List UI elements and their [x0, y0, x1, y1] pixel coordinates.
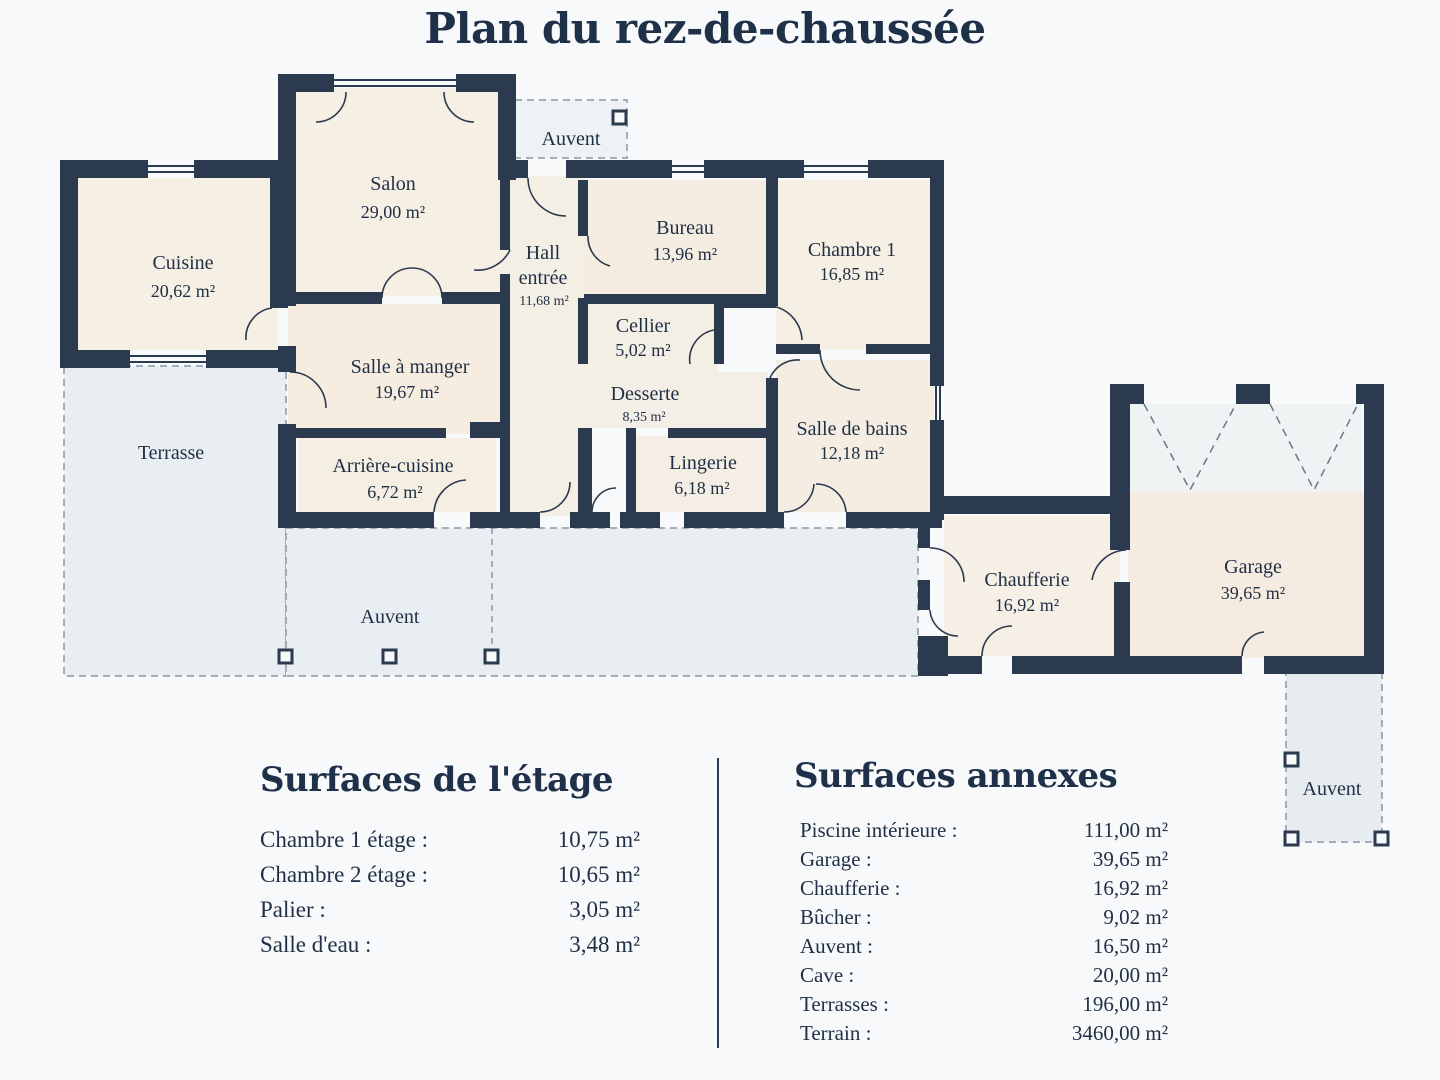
surface-label: Auvent : — [800, 934, 873, 958]
surfaces-annexes-title: Surfaces annexes — [794, 756, 1118, 796]
surface-value: 10,65 m² — [557, 862, 640, 887]
surface-row: Auvent : 16,50 m² — [800, 932, 1168, 961]
surface-row: Bûcher : 9,02 m² — [800, 903, 1168, 932]
surface-value: 9,02 m² — [1103, 905, 1168, 929]
surface-label: Chambre 2 étage : — [260, 862, 428, 887]
room-area-cellier: 5,02 m² — [615, 340, 670, 360]
surfaces-etage-title: Surfaces de l'étage — [260, 760, 614, 800]
surface-value: 16,50 m² — [1092, 934, 1168, 958]
garage-door-lines — [1143, 403, 1359, 492]
surface-value: 3460,00 m² — [1071, 1021, 1168, 1045]
surface-label: Terrasses : — [800, 992, 889, 1016]
surface-value: 3,48 m² — [569, 932, 640, 957]
outdoor-label-auvent-bottom: Auvent — [361, 606, 420, 628]
surface-label: Palier : — [260, 897, 326, 922]
surface-row: Palier : 3,05 m² — [260, 892, 640, 927]
doors — [245, 91, 1265, 657]
surface-row: Terrasses : 196,00 m² — [800, 990, 1168, 1019]
room-name-garage: Garage — [1224, 556, 1282, 578]
room-name-bureau: Bureau — [656, 217, 714, 239]
surface-value: 39,65 m² — [1092, 847, 1168, 871]
room-area-cuisine: 20,62 m² — [151, 281, 215, 301]
terrasse-area — [63, 365, 287, 677]
room-area-bureau: 13,96 m² — [653, 244, 717, 264]
auvent-bottom-area — [285, 527, 919, 677]
room-name-cuisine: Cuisine — [152, 252, 213, 274]
surface-label: Terrain : — [800, 1021, 872, 1045]
room-name-hall-2: entrée — [519, 267, 568, 289]
auvent-top-area — [514, 99, 628, 159]
surface-value: 20,00 m² — [1092, 963, 1168, 987]
room-area-garage: 39,65 m² — [1221, 583, 1285, 603]
room-area-arriere-cuisine: 6,72 m² — [367, 482, 422, 502]
room-area-salle-a-manger: 19,67 m² — [375, 382, 439, 402]
room-area-lingerie: 6,18 m² — [674, 478, 729, 498]
outdoor-label-terrasse: Terrasse — [138, 442, 204, 464]
room-name-lingerie: Lingerie — [669, 452, 737, 474]
room-name-desserte: Desserte — [611, 383, 680, 405]
walls — [60, 74, 1384, 676]
room-name-chaufferie: Chaufferie — [984, 569, 1069, 591]
surface-value: 16,92 m² — [1092, 876, 1168, 900]
surface-label: Garage : — [800, 847, 872, 871]
surface-row: Chambre 1 étage : 10,75 m² — [260, 822, 640, 857]
surface-value: 10,75 m² — [557, 827, 640, 852]
room-name-cellier: Cellier — [616, 315, 671, 337]
surface-label: Piscine intérieure : — [800, 818, 958, 842]
room-area-desserte: 8,35 m² — [622, 410, 665, 425]
room-area-chaufferie: 16,92 m² — [995, 595, 1059, 615]
room-area-salle-de-bains: 12,18 m² — [820, 443, 884, 463]
room-name-salle-a-manger: Salle à manger — [351, 356, 470, 378]
surface-row: Chambre 2 étage : 10,65 m² — [260, 857, 640, 892]
surface-value: 196,00 m² — [1082, 992, 1168, 1016]
outdoor-label-auvent-right: Auvent — [1303, 778, 1362, 800]
surface-label: Bûcher : — [800, 905, 872, 929]
outdoor-label-auvent-top: Auvent — [542, 128, 601, 150]
surface-value: 111,00 m² — [1083, 818, 1168, 842]
room-labels: Salon 29,00 m² Cuisine 20,62 m² Hall ent… — [138, 128, 1362, 800]
room-name-chambre1: Chambre 1 — [808, 239, 896, 261]
surface-label: Salle d'eau : — [260, 932, 372, 957]
room-area-chambre1: 16,85 m² — [820, 264, 884, 284]
room-name-arriere-cuisine: Arrière-cuisine — [332, 455, 453, 477]
surfaces-etage-list: Chambre 1 étage : 10,75 m² Chambre 2 étag… — [260, 822, 640, 962]
surface-label: Cave : — [800, 963, 855, 987]
outdoor-areas — [63, 99, 1383, 843]
surface-row: Piscine intérieure : 111,00 m² — [800, 816, 1168, 845]
surface-label: Chaufferie : — [800, 876, 901, 900]
surface-row: Salle d'eau : 3,48 m² — [260, 927, 640, 962]
windows — [130, 79, 941, 420]
room-name-hall: Hall — [526, 242, 561, 264]
awning-posts — [277, 109, 1390, 847]
room-name-salon: Salon — [370, 173, 416, 195]
room-name-salle-de-bains: Salle de bains — [796, 418, 907, 440]
surface-row: Terrain : 3460,00 m² — [800, 1019, 1168, 1048]
page-title: Plan du rez-de-chaussée — [424, 4, 986, 53]
room-floors — [78, 88, 1364, 658]
surface-value: 3,05 m² — [569, 897, 640, 922]
section-divider — [717, 758, 719, 1048]
surface-row: Cave : 20,00 m² — [800, 961, 1168, 990]
auvent-right-area — [1285, 671, 1383, 843]
surface-label: Chambre 1 étage : — [260, 827, 428, 852]
surface-row: Chaufferie : 16,92 m² — [800, 874, 1168, 903]
surfaces-annexes-list: Piscine intérieure : 111,00 m² Garage : 39… — [800, 816, 1168, 1048]
room-area-salon: 29,00 m² — [361, 202, 425, 222]
room-area-hall: 11,68 m² — [519, 294, 569, 309]
surface-row: Garage : 39,65 m² — [800, 845, 1168, 874]
